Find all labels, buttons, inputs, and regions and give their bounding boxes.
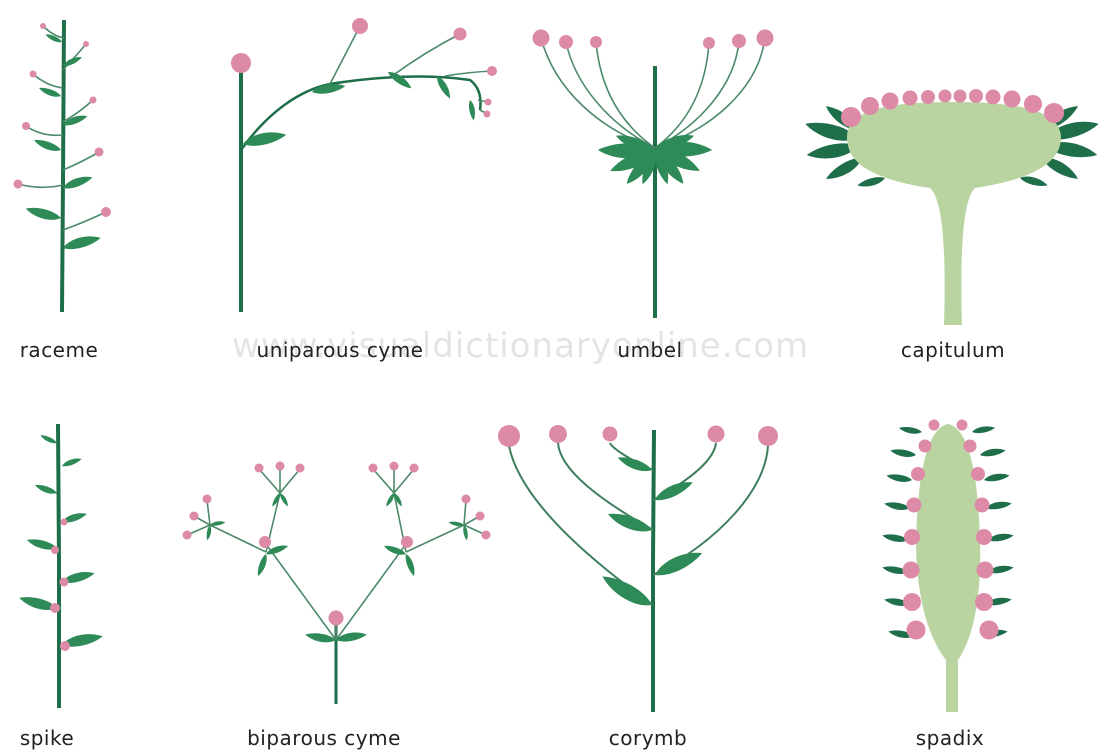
label-capitulum: capitulum bbox=[901, 338, 1005, 362]
uniparous-cyme-figure bbox=[231, 18, 497, 312]
label-spadix: spadix bbox=[916, 726, 984, 750]
raceme-figure bbox=[14, 20, 112, 312]
spike-figure bbox=[18, 424, 104, 708]
label-umbel: umbel bbox=[617, 338, 682, 362]
label-corymb: corymb bbox=[609, 726, 687, 750]
biparous-cyme-figure bbox=[183, 462, 491, 705]
spadix-figure bbox=[882, 420, 1014, 713]
label-biparous-cyme: biparous cyme bbox=[247, 726, 401, 750]
capitulum-figure bbox=[803, 89, 1100, 325]
corymb-figure bbox=[498, 425, 778, 712]
umbel-figure bbox=[533, 30, 774, 319]
label-uniparous-cyme: uniparous cyme bbox=[257, 338, 424, 362]
label-raceme: raceme bbox=[20, 338, 99, 362]
label-spike: spike bbox=[20, 726, 74, 750]
